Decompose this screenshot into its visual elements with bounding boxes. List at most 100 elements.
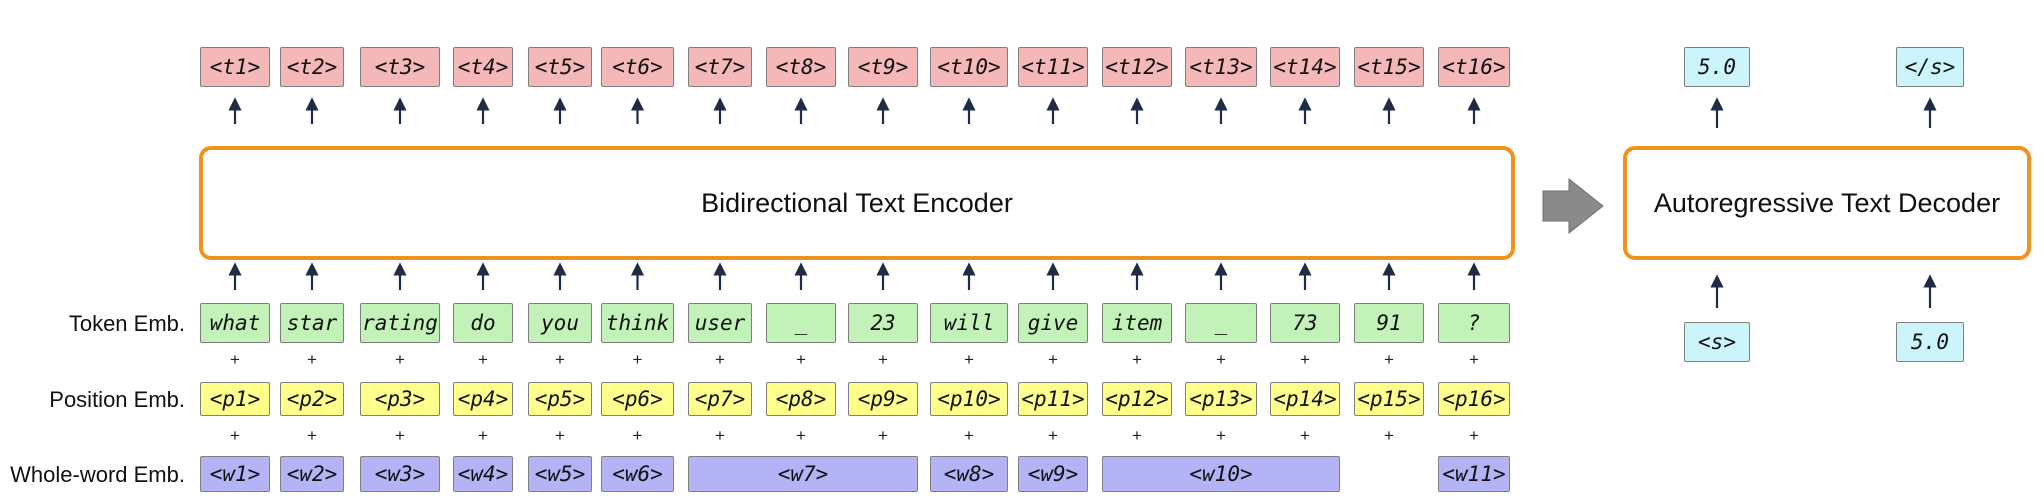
token-embedding: _	[1185, 303, 1257, 343]
encoder-output-token: <t12>	[1102, 47, 1172, 87]
token-embedding: 73	[1270, 303, 1340, 343]
decoder-label: Autoregressive Text Decoder	[1653, 187, 2001, 218]
encoder-output-token: <t14>	[1270, 47, 1340, 87]
position-embedding: <p4>	[453, 382, 513, 416]
encoder-output-token: <t6>	[601, 47, 674, 87]
plus-sign: +	[1048, 426, 1058, 445]
decoder-input-token: <s>	[1684, 322, 1750, 362]
encoder-output-token: <t11>	[1018, 47, 1088, 87]
plus-sign: +	[632, 350, 643, 369]
plus-sign: +	[1132, 350, 1142, 369]
position-embedding: <p16>	[1438, 382, 1510, 416]
token-embedding: item	[1102, 303, 1172, 343]
encoder-output-token: <t16>	[1438, 47, 1510, 87]
plus-sign: +	[632, 426, 643, 445]
position-embedding: <p9>	[848, 382, 918, 416]
plus-sign: +	[307, 350, 317, 369]
plus-sign: +	[878, 426, 888, 445]
plus-sign: +	[395, 426, 405, 445]
whole-word-embedding: <w7>	[688, 456, 918, 492]
plus-sign: +	[715, 426, 725, 445]
whole-word-embedding: <w3>	[360, 456, 440, 492]
token-embedding: star	[280, 303, 344, 343]
plus-sign: +	[715, 350, 725, 369]
encoder-to-decoder-arrow	[1542, 177, 1604, 235]
plus-sign: +	[796, 350, 806, 369]
whole-word-embedding: <w2>	[280, 456, 344, 492]
token-embedding: user	[688, 303, 752, 343]
plus-sign: +	[1216, 426, 1226, 445]
encoder-output-token: <t15>	[1354, 47, 1424, 87]
whole-word-emb-label: Whole-word Emb.	[10, 462, 185, 487]
whole-word-embedding: <w8>	[930, 456, 1008, 492]
plus-sign: +	[307, 426, 317, 445]
whole-word-embedding: <w5>	[528, 456, 592, 492]
encoder-output-token: <t13>	[1185, 47, 1257, 87]
token-emb-label: Token Emb.	[68, 311, 185, 336]
whole-word-embedding: <w4>	[453, 456, 513, 492]
token-embedding: rating	[360, 303, 440, 343]
position-embedding: <p11>	[1018, 382, 1088, 416]
encoder-output-token: <t8>	[766, 47, 836, 87]
plus-sign: +	[964, 426, 974, 445]
token-embedding: give	[1018, 303, 1088, 343]
whole-word-embedding: <w10>	[1102, 456, 1340, 492]
position-embedding: <p15>	[1354, 382, 1424, 416]
position-emb-label: Position Emb.	[49, 387, 185, 412]
encoder-output-token: <t4>	[453, 47, 513, 87]
encoder-output-token: <t3>	[360, 47, 440, 87]
position-embedding: <p1>	[200, 382, 270, 416]
position-embedding: <p2>	[280, 382, 344, 416]
plus-sign: +	[1469, 350, 1479, 369]
token-embedding: think	[601, 303, 674, 343]
plus-sign: +	[1300, 350, 1310, 369]
plus-sign: +	[478, 350, 488, 369]
plus-sign: +	[964, 350, 974, 369]
plus-sign: +	[878, 350, 888, 369]
position-embedding: <p14>	[1270, 382, 1340, 416]
encoder-output-arrows	[228, 97, 1481, 124]
decoder-input-token: 5.0	[1896, 322, 1964, 362]
encoder-output-token: <t9>	[848, 47, 918, 87]
position-embedding: <p8>	[766, 382, 836, 416]
token-embedding: you	[528, 303, 592, 343]
plus-sign: +	[1469, 426, 1479, 445]
plus-sign: +	[230, 350, 240, 369]
whole-word-embedding: <w6>	[601, 456, 674, 492]
token-embedding: do	[453, 303, 513, 343]
plus-sign: +	[1300, 426, 1310, 445]
position-embedding: <p7>	[688, 382, 752, 416]
encoder-output-token: <t7>	[688, 47, 752, 87]
decoder-output-token: 5.0	[1684, 47, 1750, 87]
whole-word-embedding: <w9>	[1018, 456, 1088, 492]
plus-sign: +	[395, 350, 405, 369]
encoder-label: Bidirectional Text Encoder	[701, 187, 1013, 218]
token-embedding: ?	[1438, 303, 1510, 343]
plus-sign: +	[1132, 426, 1142, 445]
encoder-output-token: <t2>	[280, 47, 344, 87]
plus-sign: +	[1048, 350, 1058, 369]
position-embedding: <p13>	[1185, 382, 1257, 416]
token-embedding: will	[930, 303, 1008, 343]
bidirectional-text-encoder: Bidirectional Text Encoder	[199, 146, 1515, 260]
token-embedding: what	[200, 303, 270, 343]
plus-sign: +	[478, 426, 488, 445]
position-embedding: <p10>	[930, 382, 1008, 416]
plus-sign: +	[1216, 350, 1226, 369]
encoder-output-token: <t5>	[528, 47, 592, 87]
decoder-output-token: </s>	[1896, 47, 1964, 87]
plus-sign: +	[796, 426, 806, 445]
plus-sign: +	[1384, 350, 1394, 369]
plus-sign: +	[555, 350, 565, 369]
plus-sign: +	[555, 426, 565, 445]
token-embedding: 91	[1354, 303, 1424, 343]
encoder-output-token: <t10>	[930, 47, 1008, 87]
token-embedding: _	[766, 303, 836, 343]
position-embedding: <p3>	[360, 382, 440, 416]
decoder-arrows	[1710, 97, 1937, 308]
encoder-output-token: <t1>	[200, 47, 270, 87]
token-embedding: 23	[848, 303, 918, 343]
whole-word-embedding: <w11>	[1438, 456, 1510, 492]
